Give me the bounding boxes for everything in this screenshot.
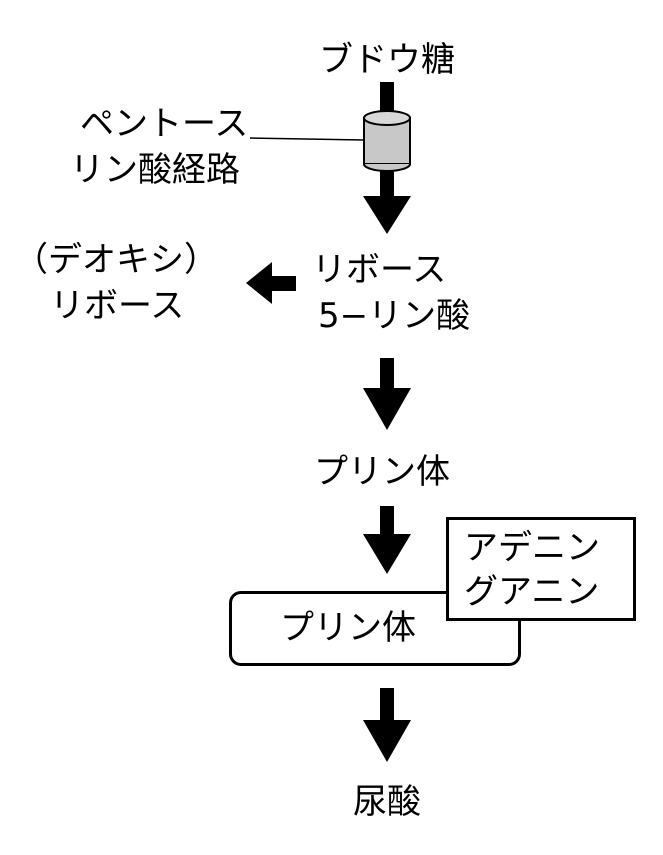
- pentose-phosphate-pathway-line2: リン酸経路: [70, 150, 240, 190]
- deoxyribose-line1: （デオキシ）: [14, 240, 218, 280]
- pentose-phosphate-pathway-line1: ペントース: [80, 104, 249, 144]
- pathway-cylinder-icon: [363, 110, 411, 172]
- ribose-5-phosphate-line1: リボース: [312, 250, 447, 290]
- ribose-5-phosphate-line2: 5−リン酸: [318, 296, 471, 336]
- adenine-label: アデニン: [464, 528, 600, 568]
- guanine-label: グアニン: [464, 572, 600, 612]
- ppp-leader-line: [249, 137, 365, 141]
- uric-acid-label: 尿酸: [353, 782, 421, 822]
- deoxyribose-line2: リボース: [50, 286, 185, 326]
- shaft-glucose: [380, 82, 394, 116]
- glucose-label: ブドウ糖: [319, 40, 455, 80]
- arrow-down-1: [363, 170, 411, 234]
- arrow-left: [246, 262, 296, 304]
- arrow-down-4: [363, 688, 411, 762]
- purine-box-label: プリン体: [280, 608, 416, 648]
- arrow-down-2: [363, 358, 411, 430]
- purine-label: プリン体: [314, 452, 450, 492]
- adenine-guanine-box: [446, 517, 636, 621]
- arrow-down-3: [363, 506, 411, 574]
